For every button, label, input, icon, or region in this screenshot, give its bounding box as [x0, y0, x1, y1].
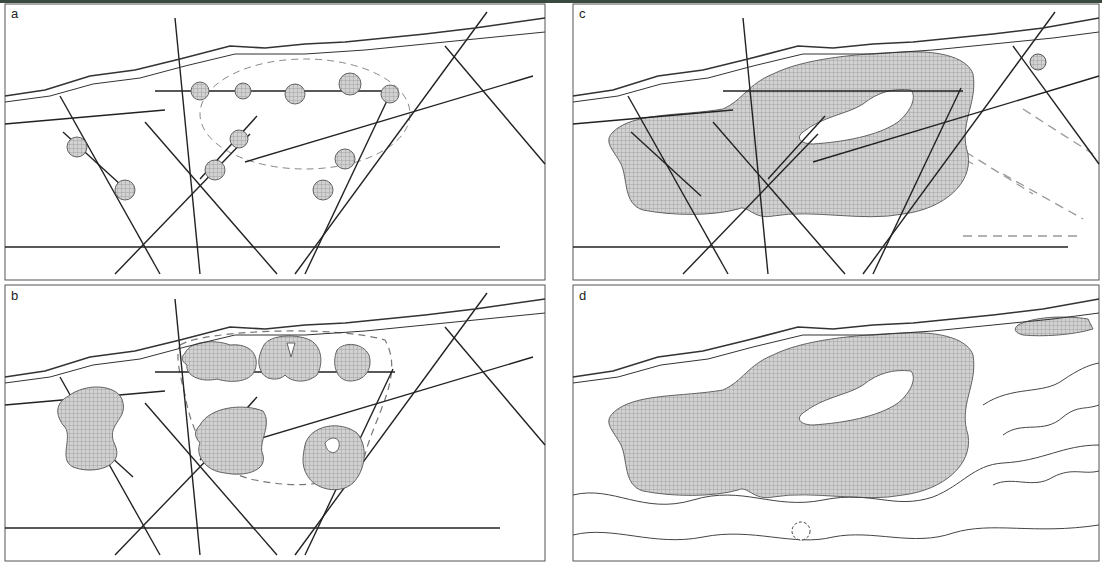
- fracture-line: [873, 88, 961, 274]
- dissolution-zone: [303, 426, 364, 490]
- fracture-line: [768, 116, 825, 179]
- panel-letter: b: [9, 288, 20, 303]
- small-cavity: [792, 522, 810, 540]
- fracture-line: [863, 12, 1055, 274]
- ground-surface: [5, 299, 545, 377]
- solution-cavity: [339, 73, 361, 95]
- panel-letter: d: [577, 288, 588, 303]
- dissolution-zone: [1015, 317, 1093, 336]
- fracture-line: [145, 122, 277, 274]
- soil-base: [573, 32, 1099, 102]
- solution-cavity: [1030, 54, 1046, 70]
- dissolution-zone: [259, 336, 321, 381]
- solution-cavity: [381, 85, 399, 103]
- rockhead-contour: [983, 363, 1099, 405]
- soil-base: [5, 313, 545, 383]
- dashed-fracture: [1003, 174, 1083, 219]
- panel-c: [573, 4, 1099, 280]
- dashed-fracture: [1023, 109, 1093, 154]
- fracture-line: [445, 327, 545, 445]
- fracture-line: [245, 76, 533, 162]
- fracture-line: [683, 134, 818, 274]
- panel-frame: [573, 4, 1099, 280]
- fracture-line: [200, 116, 257, 179]
- panel-d: [573, 285, 1099, 561]
- dashed-fracture: [963, 235, 1083, 236]
- dissolution-zone: [335, 344, 370, 381]
- rockhead-contour: [573, 445, 1099, 504]
- solution-cavity: [235, 83, 251, 99]
- ground-surface: [573, 299, 1099, 377]
- rockhead-contour: [993, 471, 1099, 485]
- fracture-line: [145, 403, 277, 555]
- fracture-line: [445, 46, 545, 164]
- solution-cavity: [313, 180, 333, 200]
- fracture-line: [5, 527, 500, 528]
- photo-edge: [0, 0, 1102, 3]
- solution-cavity: [205, 160, 225, 180]
- fracture-line: [573, 246, 1068, 247]
- rockhead-contour: [573, 525, 1099, 540]
- fracture-line: [5, 246, 500, 247]
- panel-frame: [5, 285, 545, 561]
- dissolution-zone: [182, 342, 256, 382]
- fracture-line: [813, 76, 1099, 162]
- rockhead-contour: [1003, 405, 1099, 435]
- fracture-line: [5, 110, 165, 124]
- panel-frame: [5, 4, 545, 280]
- fracture-line: [1013, 46, 1099, 164]
- dissolution-zone: [609, 52, 974, 217]
- panel-letter: a: [9, 6, 20, 21]
- fracture-line: [295, 12, 487, 274]
- solution-cavity: [285, 84, 305, 104]
- panel-a: [5, 4, 545, 280]
- fracture-line: [631, 132, 701, 196]
- panel-b: [5, 285, 545, 561]
- solution-cavity: [191, 82, 209, 100]
- solution-cavity: [115, 180, 135, 200]
- dissolution-zone: [609, 333, 974, 498]
- fracture-line: [115, 134, 250, 274]
- solution-cavity: [67, 137, 87, 157]
- soil-base: [5, 32, 545, 102]
- solution-cavity: [335, 149, 355, 169]
- panel-letter: c: [577, 6, 588, 21]
- panel-frame: [573, 285, 1099, 561]
- soil-base: [573, 313, 1099, 383]
- dissolution-zone: [195, 407, 266, 474]
- ground-surface: [573, 18, 1099, 96]
- fracture-line: [305, 88, 393, 274]
- fracture-line: [723, 90, 963, 91]
- ground-surface: [5, 18, 545, 96]
- fracture-line: [295, 293, 487, 555]
- solution-cavity: [230, 130, 248, 148]
- dissolution-zone: [58, 387, 124, 470]
- fracture-line: [573, 110, 733, 124]
- fracture-line: [713, 122, 845, 274]
